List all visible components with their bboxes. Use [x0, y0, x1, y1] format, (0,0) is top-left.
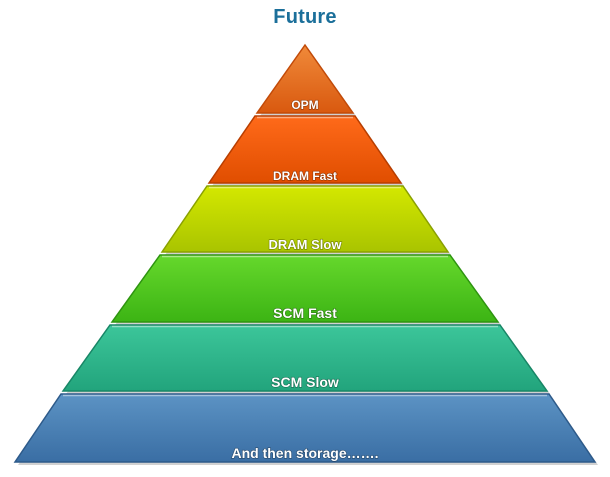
pyramid-tier [110, 254, 500, 323]
pyramid-tier [207, 115, 403, 184]
pyramid-tier [61, 324, 549, 392]
tier-label: And then storage……. [231, 445, 378, 461]
tier-label: OPM [291, 98, 318, 112]
diagram-title: Future [273, 6, 337, 28]
tier-label: SCM Slow [271, 374, 339, 390]
tier-label: DRAM Fast [273, 169, 337, 183]
pyramid-tier [255, 43, 355, 114]
tier-label: DRAM Slow [269, 237, 343, 252]
tier-label: SCM Fast [273, 305, 337, 321]
pyramid-tier [13, 393, 597, 463]
pyramid-tier [160, 185, 450, 253]
